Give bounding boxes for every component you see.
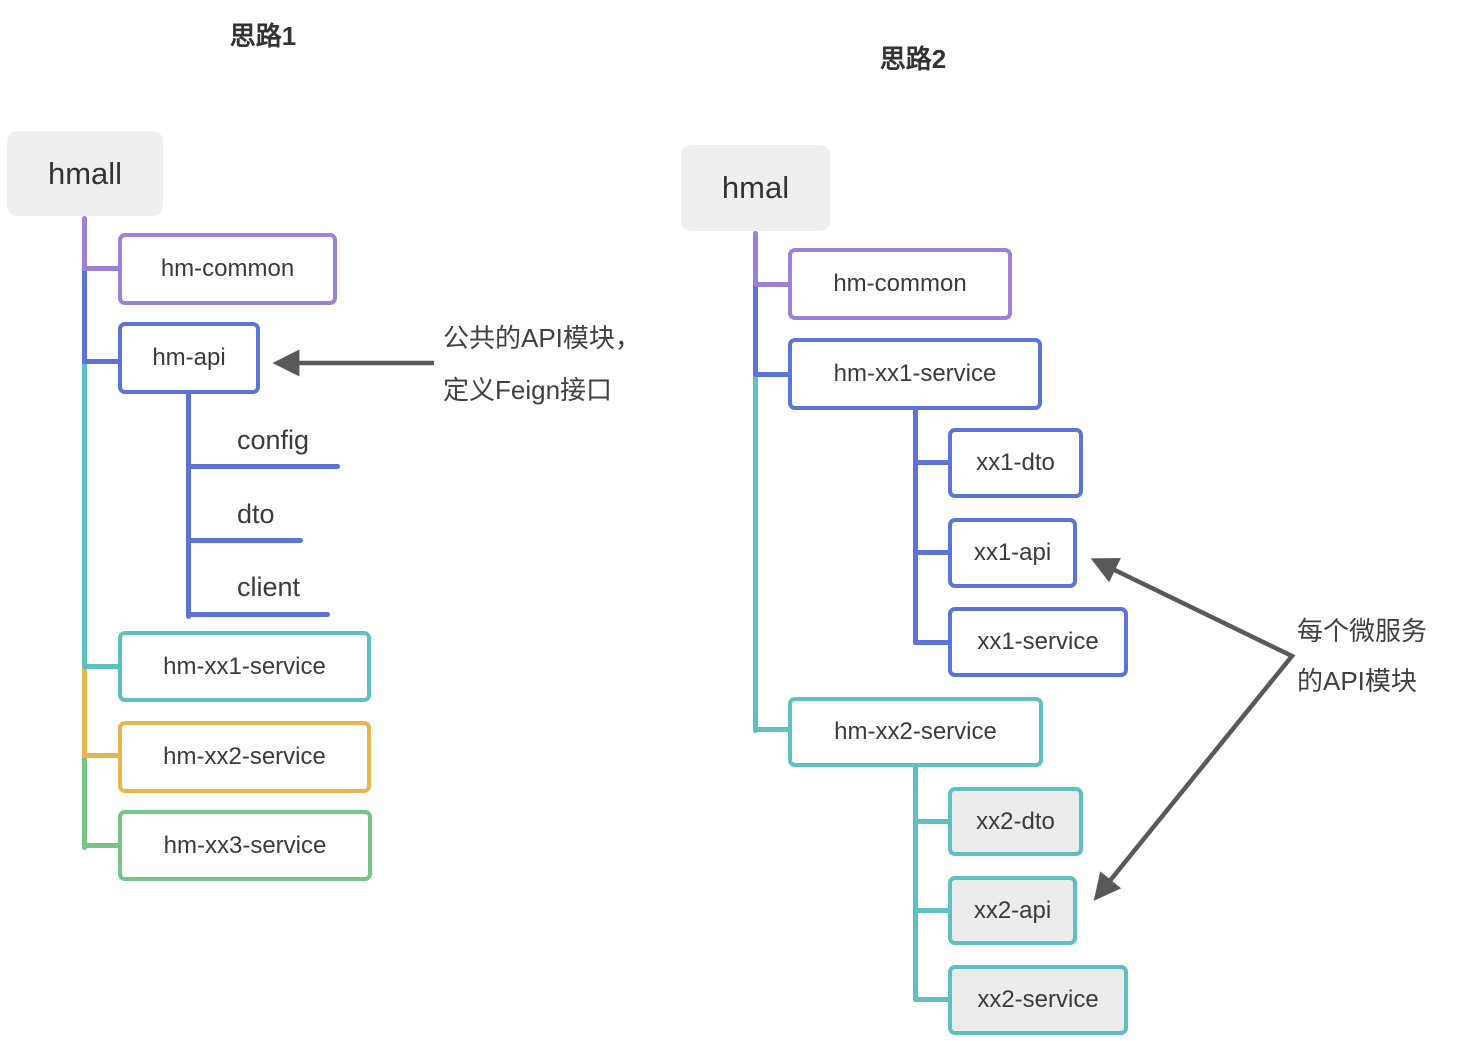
node-label: xx1-service xyxy=(977,628,1099,655)
annotation-line: 的API模块 xyxy=(1297,666,1417,696)
node-label: xx2-service xyxy=(977,986,1099,1013)
node-label: hm-api xyxy=(152,344,226,371)
annotation-line: 公共的API模块， xyxy=(443,323,641,353)
approach1-root-label: hmall xyxy=(47,155,123,191)
tree-line xyxy=(913,997,953,1002)
approach1-title: 思路1 xyxy=(229,21,297,51)
node-xx2-dto: xx2-dto xyxy=(948,787,1083,856)
tree-line xyxy=(186,464,340,469)
node-xx1-service: xx1-service xyxy=(948,607,1128,677)
node-hm-xx2-service-2: hm-xx2-service xyxy=(788,697,1043,767)
node-label: hm-xx1-service xyxy=(833,360,997,387)
node-hm-xx2-service: hm-xx2-service xyxy=(118,721,371,793)
tree-line xyxy=(753,282,793,287)
node-client: client xyxy=(237,572,301,602)
node-hm-xx3-service: hm-xx3-service xyxy=(118,810,372,881)
node-xx2-service: xx2-service xyxy=(948,965,1128,1035)
annotation-api-module: 公共的API模块， 定义Feign接口 xyxy=(443,312,641,416)
node-hm-common: hm-common xyxy=(118,233,337,305)
tree-line xyxy=(913,765,918,1002)
node-label: xx1-api xyxy=(973,539,1052,566)
approach2-title: 思路2 xyxy=(879,44,947,74)
tree-line xyxy=(186,612,330,617)
tree-line xyxy=(82,843,122,848)
node-label: xx2-dto xyxy=(976,807,1055,835)
tree-line xyxy=(753,372,793,377)
tree-line xyxy=(82,359,122,364)
node-label: xx1-dto xyxy=(976,449,1055,476)
node-label: hm-xx2-service xyxy=(834,718,997,745)
tree-line xyxy=(913,640,953,645)
tree-line xyxy=(753,374,758,733)
annotation-microservice-api: 每个微服务 的API模块 xyxy=(1297,606,1427,706)
annotation-line: 定义Feign接口 xyxy=(443,375,613,405)
tree-line xyxy=(82,216,87,271)
tree-line xyxy=(82,266,122,271)
node-dto: dto xyxy=(237,499,275,529)
node-label: hm-xx2-service xyxy=(163,743,326,770)
tree-line xyxy=(913,460,953,465)
tree-line xyxy=(82,267,87,366)
tree-line xyxy=(913,908,953,913)
node-hm-common-2: hm-common xyxy=(788,248,1012,320)
tree-line xyxy=(913,408,918,645)
tree-line xyxy=(753,283,758,378)
tree-line xyxy=(82,664,122,669)
node-label: hm-xx1-service xyxy=(163,652,326,680)
node-hm-api: hm-api xyxy=(118,322,260,394)
node-xx1-dto: xx1-dto xyxy=(948,428,1083,498)
node-xx1-api: xx1-api xyxy=(948,518,1077,588)
node-config: config xyxy=(237,425,310,455)
tree-line xyxy=(913,819,953,824)
approach2-root-node: hmal xyxy=(681,145,830,231)
node-xx2-api: xx2-api xyxy=(948,876,1077,945)
node-label: xx2-api xyxy=(973,896,1052,924)
approach1-root-node: hmall xyxy=(7,131,163,216)
node-hm-xx1-service-2: hm-xx1-service xyxy=(788,338,1042,410)
node-hm-xx1-service: hm-xx1-service xyxy=(118,631,371,702)
tree-line xyxy=(82,753,122,758)
tree-line xyxy=(186,392,191,619)
tree-line xyxy=(82,755,87,850)
tree-line xyxy=(186,538,303,543)
tree-line xyxy=(753,231,758,287)
tree-line xyxy=(753,727,793,732)
node-label: hm-xx3-service xyxy=(163,831,327,859)
approach2-root-label: hmal xyxy=(721,170,790,205)
annotation-line: 每个微服务 xyxy=(1297,616,1428,646)
tree-line xyxy=(82,362,87,671)
tree-line xyxy=(82,664,87,760)
node-label: hm-common xyxy=(833,270,967,297)
tree-line xyxy=(913,550,953,555)
node-label: hm-common xyxy=(160,255,295,282)
